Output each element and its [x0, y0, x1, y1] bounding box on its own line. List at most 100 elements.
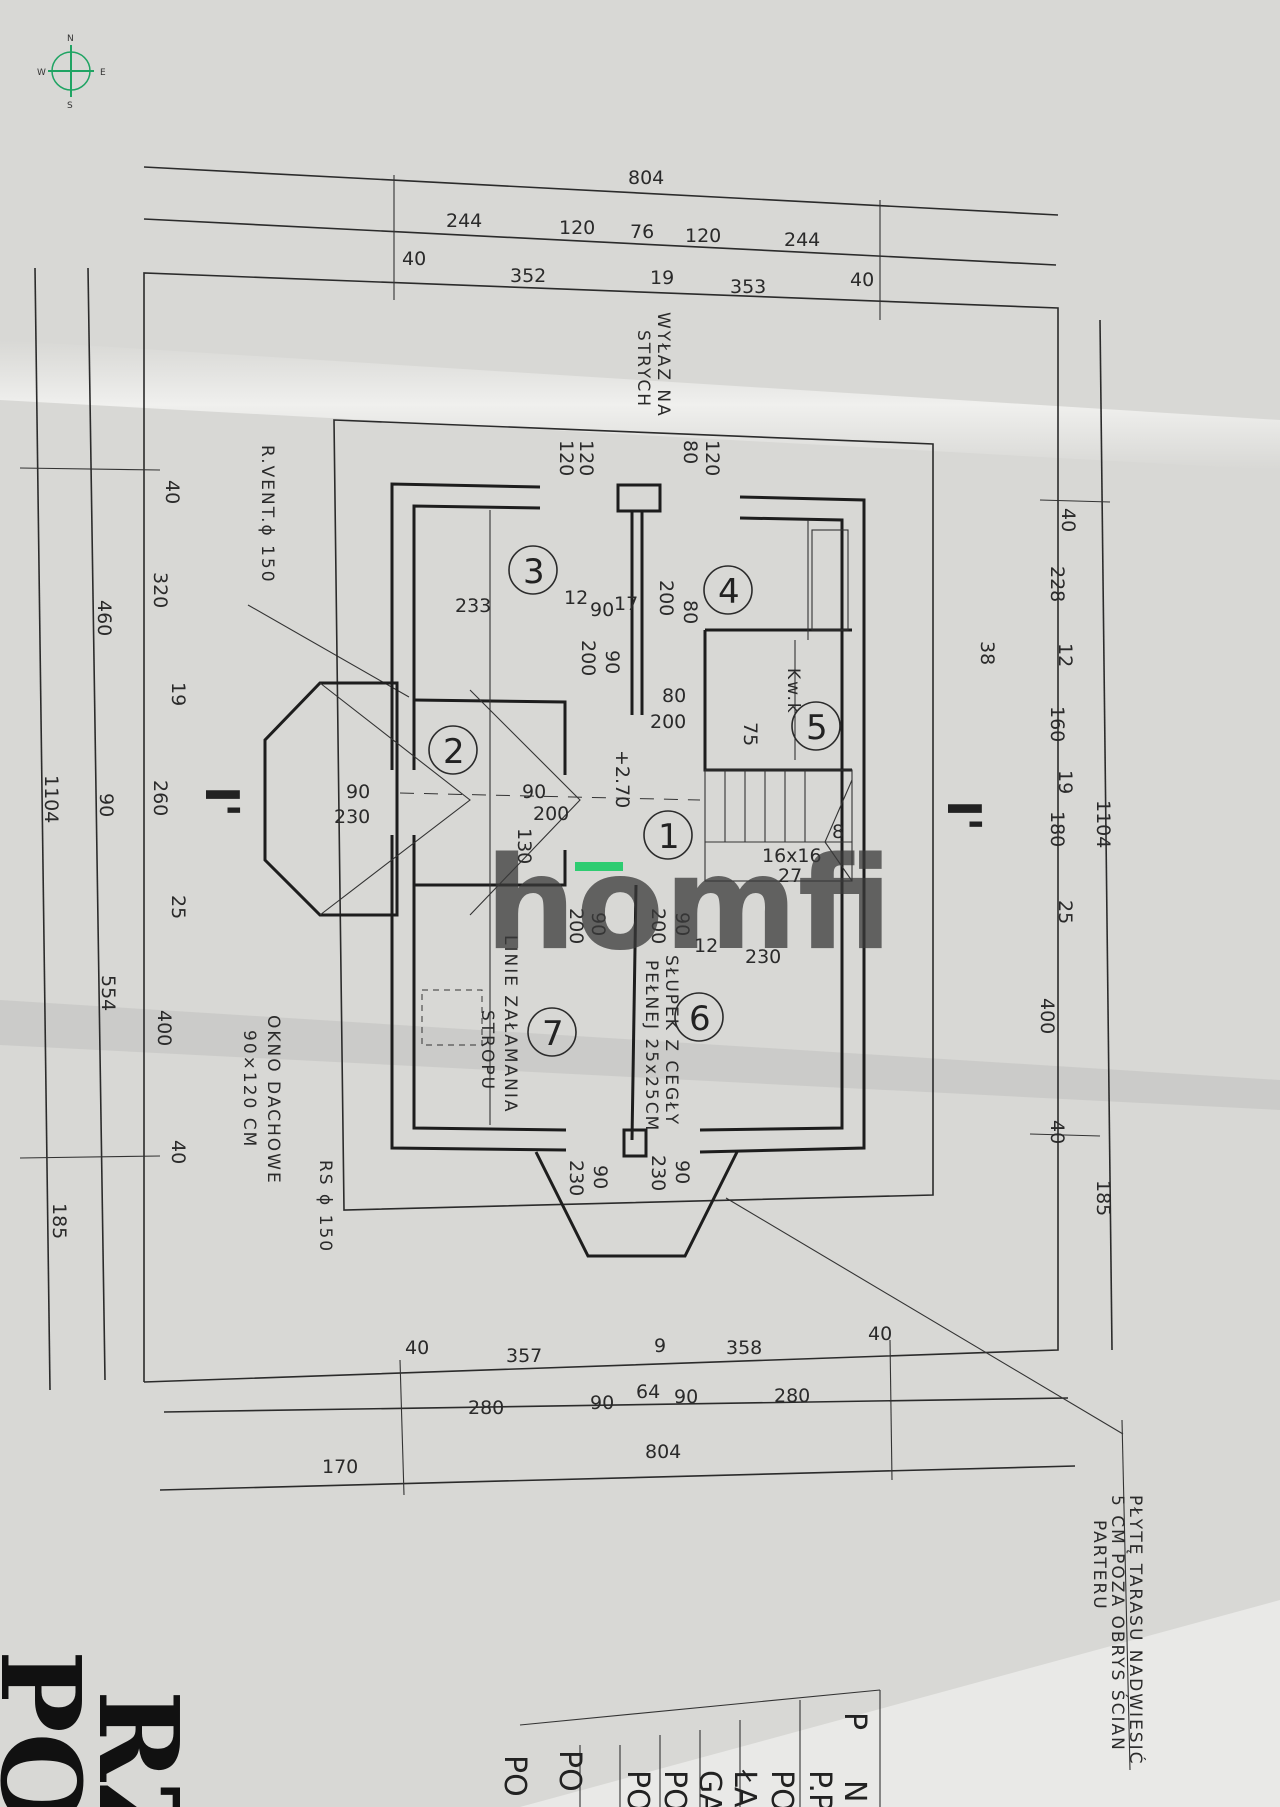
- dim-label: 358: [726, 1337, 762, 1359]
- left-dimensions: 40 320 460 19 260 90 1104 25 400 554 40 …: [40, 480, 189, 1239]
- annotations: WYŁAZ NA STRYCH R.VENT.ϕ 150 LINIE ZAŁAM…: [239, 312, 1147, 1765]
- dim-label: 260: [149, 780, 171, 816]
- paper-fold-shadow: [0, 1000, 1280, 1110]
- dim-label: 400: [1036, 998, 1058, 1034]
- dim-label: 400: [153, 1010, 175, 1046]
- dim-label: 280: [468, 1397, 504, 1419]
- dim-label: 228: [1046, 566, 1068, 602]
- walls: [390, 482, 866, 1158]
- dim-label: 1104: [40, 775, 62, 823]
- note-terrace: 5 CM POZA OBRYS ŚCIAN: [1107, 1495, 1129, 1752]
- dim-label: 200: [647, 908, 669, 944]
- compass-icon: N S W E: [37, 34, 106, 111]
- room-5-marker: 5: [791, 701, 841, 751]
- dim-label: 19: [1054, 770, 1076, 794]
- compass-s: S: [67, 101, 73, 111]
- note-attic-hatch: STRYCH: [633, 330, 653, 408]
- torn-paper-overlay: [520, 1600, 1280, 1807]
- compass-e: E: [100, 68, 106, 78]
- note-column: SŁUPEK Z CEGŁY: [661, 955, 681, 1126]
- dim-label: 185: [1092, 1180, 1114, 1216]
- roof-window-outline: [421, 989, 483, 1046]
- note-column: PEŁNEJ 25x25CM: [641, 960, 661, 1132]
- dim-label: 185: [48, 1203, 70, 1239]
- dim-label: 19: [650, 267, 674, 289]
- table-cell: GA: [692, 1770, 727, 1807]
- dim-label: 554: [97, 975, 119, 1011]
- table-cell: P.P: [802, 1770, 837, 1807]
- dim-label: 40: [1057, 508, 1079, 532]
- note-attic-hatch: WYŁAZ NA: [653, 312, 673, 418]
- dim-label: 80: [662, 685, 686, 707]
- paper-crease: [0, 340, 1280, 470]
- roof-outline: [333, 419, 934, 1211]
- bay-roof-lines: [469, 689, 581, 916]
- dim-label: 120: [701, 440, 723, 476]
- compass-n: N: [67, 34, 74, 44]
- dim-label: 90: [671, 912, 693, 936]
- bottom-bay-window: [534, 1151, 739, 1258]
- dim-label: 90: [671, 1160, 693, 1184]
- room-number: 6: [689, 999, 711, 1039]
- dim-label: 40: [850, 269, 874, 291]
- dim-label: 80: [679, 600, 701, 624]
- dim-label: 25: [1054, 900, 1076, 924]
- dim-label: 200: [655, 580, 677, 616]
- dim-label: 40: [167, 1140, 189, 1164]
- dim-label: 16x16: [762, 845, 822, 867]
- room-number: 7: [542, 1014, 564, 1054]
- note-rs: RS ϕ 150: [315, 1160, 335, 1253]
- dim-label: 80: [679, 440, 701, 464]
- dim-label: 280: [774, 1385, 810, 1407]
- dim-label: 320: [149, 572, 171, 608]
- dim-label: 120: [685, 225, 721, 247]
- right-dimensions: 40 228 38 12 160 19 1104 180 25 400 40 1…: [976, 508, 1114, 1216]
- dim-label: 90: [590, 1392, 614, 1414]
- level-marker: +2.70: [611, 750, 633, 808]
- table-cell: PO: [764, 1770, 799, 1807]
- dim-label: 804: [645, 1441, 681, 1463]
- room-number: 1: [658, 817, 680, 857]
- dim-label: 64: [636, 1381, 660, 1403]
- dim-label: 1104: [1092, 800, 1114, 848]
- note-roof-window: 90×120 CM: [239, 1030, 259, 1148]
- dim-label: 9: [654, 1335, 666, 1357]
- watermark-accent: [575, 862, 623, 871]
- dimension-lines: [19, 166, 1131, 1771]
- note-kwk: Kw.k: [783, 668, 803, 715]
- room-4-marker: 4: [703, 565, 753, 615]
- dim-label: 90: [589, 1165, 611, 1189]
- dim-label: 90: [346, 781, 370, 803]
- dim-label: 230: [334, 806, 370, 828]
- note-ceiling-break: STROPU: [477, 1010, 497, 1091]
- staircase: [704, 769, 853, 882]
- dim-label: 200: [650, 711, 686, 733]
- dim-label: 90: [95, 793, 117, 817]
- dim-label: 120: [575, 440, 597, 476]
- top-dimensions: 804 244 120 76 120 244 40 352 19 353 40: [402, 167, 874, 298]
- dim-label: 120: [555, 440, 577, 476]
- dim-label: 180: [1046, 811, 1068, 847]
- dim-label: 230: [745, 946, 781, 968]
- dim-label: 90: [522, 781, 546, 803]
- table-cell: PO: [620, 1770, 655, 1807]
- room-6-marker: 6: [674, 992, 724, 1042]
- dim-label: 8: [832, 821, 844, 843]
- title-block-fragment: PO RZ P N P.P PO ŁA GA PO PO PO PO: [0, 1650, 881, 1807]
- table-cell: ŁA: [727, 1769, 762, 1807]
- section-line: [399, 792, 701, 801]
- room-number: 4: [718, 572, 740, 612]
- dim-label: 160: [1046, 706, 1068, 742]
- section-mark-right: I': [937, 800, 991, 831]
- dim-label: 200: [565, 908, 587, 944]
- dim-label: 12: [694, 935, 718, 957]
- dim-label: 76: [630, 221, 654, 243]
- dim-label: 40: [405, 1337, 429, 1359]
- room-number: 5: [806, 708, 828, 748]
- section-mark-left: I': [195, 786, 249, 817]
- interior-dimensions: 120 120 120 80 233 12 90 17 200 80 200 9…: [334, 440, 844, 1196]
- dim-label: 804: [628, 167, 664, 189]
- note-terrace: PARTERU: [1089, 1520, 1109, 1611]
